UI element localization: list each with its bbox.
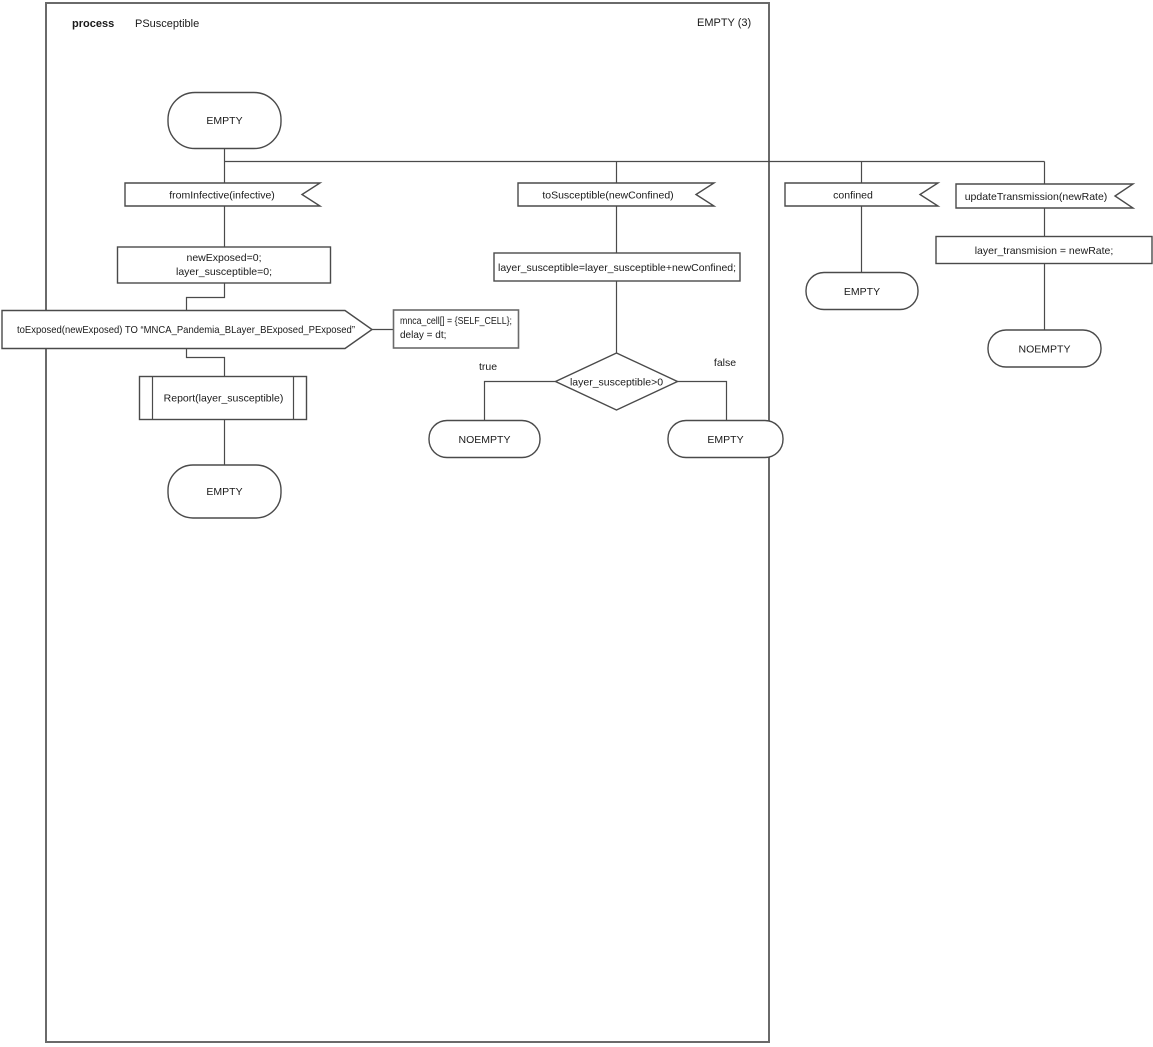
node-task-settransmission[interactable]: layer_transmision = newRate; <box>935 235 1153 265</box>
decision-symbol[interactable] <box>553 352 680 411</box>
node-decision-susceptible[interactable]: layer_susceptible>0 <box>553 352 680 411</box>
input-label: toSusceptible(newConfined) <box>542 190 673 202</box>
node-input-updatetransmission[interactable]: updateTransmission(newRate) <box>955 183 1136 209</box>
decision-true-label: true <box>479 361 497 373</box>
input-symbol[interactable] <box>955 183 1136 209</box>
node-input-confined[interactable]: confined <box>784 182 941 207</box>
task-line1: newExposed=0; <box>186 252 261 264</box>
connector-decision-false <box>677 380 728 421</box>
decision-label: layer_susceptible>0 <box>570 377 663 389</box>
node-state-empty-left[interactable]: EMPTY <box>167 464 282 519</box>
state-label: NOEMPTY <box>1019 344 1071 356</box>
connector-task1-to-output <box>185 283 226 311</box>
node-state-noempty-middle[interactable]: NOEMPTY <box>428 419 541 459</box>
output-symbol[interactable] <box>1 309 374 350</box>
node-state-empty-confined[interactable]: EMPTY <box>805 271 919 311</box>
state-symbol[interactable] <box>667 419 784 459</box>
input-label: confined <box>833 190 873 202</box>
state-label: EMPTY <box>844 286 880 298</box>
task-symbol[interactable] <box>935 235 1153 265</box>
node-state-noempty-update[interactable]: NOEMPTY <box>987 329 1102 368</box>
process-name: PSusceptible <box>135 18 199 30</box>
input-symbol[interactable] <box>517 182 717 207</box>
node-task-init[interactable]: newExposed=0; layer_susceptible=0; <box>116 246 332 284</box>
task-line2: layer_susceptible=0; <box>176 266 272 278</box>
input-label: updateTransmission(newRate) <box>965 191 1108 203</box>
node-input-tosusceptible[interactable]: toSusceptible(newConfined) <box>517 182 717 207</box>
comment-line1: mnca_cell[] = {SELF_CELL}; <box>400 316 512 327</box>
procedure-label: Report(layer_susceptible) <box>164 393 284 405</box>
connectors <box>185 148 1046 466</box>
state-label: EMPTY <box>206 486 242 498</box>
decision-false-label: false <box>714 357 736 369</box>
process-kind-label: process <box>72 18 114 30</box>
state-label: NOEMPTY <box>459 434 511 446</box>
state-symbol[interactable] <box>428 419 541 459</box>
node-comment-mncacell[interactable]: mnca_cell[] = {SELF_CELL}; delay = dt; <box>392 309 520 349</box>
input-symbol[interactable] <box>124 182 323 207</box>
procedure-symbol[interactable] <box>138 375 308 421</box>
node-output-toexposed[interactable]: toExposed(newExposed) TO “MNCA_Pandemia_… <box>1 309 374 350</box>
state-symbol[interactable] <box>987 329 1102 368</box>
node-procedure-report[interactable]: Report(layer_susceptible) <box>138 375 308 421</box>
input-symbol[interactable] <box>784 182 941 207</box>
state-symbol[interactable] <box>167 464 282 519</box>
task-label: layer_susceptible=layer_susceptible+newC… <box>498 262 736 274</box>
state-label: EMPTY <box>206 115 242 127</box>
comment-symbol[interactable] <box>392 309 520 349</box>
node-input-frominfective[interactable]: fromInfective(infective) <box>124 182 323 207</box>
comment-line2: delay = dt; <box>400 330 446 341</box>
task-symbol[interactable] <box>493 252 741 282</box>
state-symbol[interactable] <box>167 91 282 150</box>
output-label: toExposed(newExposed) TO “MNCA_Pandemia_… <box>17 324 355 336</box>
node-state-empty-middle[interactable]: EMPTY <box>667 419 784 459</box>
connector-decision-true <box>483 380 556 421</box>
node-start-state[interactable]: EMPTY <box>167 91 282 150</box>
connector-output-to-procedure <box>185 348 226 377</box>
process-frame[interactable] <box>45 2 770 1043</box>
input-label: fromInfective(infective) <box>169 190 275 202</box>
state-label: EMPTY <box>707 434 743 446</box>
state-symbol[interactable] <box>805 271 919 311</box>
task-label: layer_transmision = newRate; <box>975 245 1114 257</box>
node-task-accumulate[interactable]: layer_susceptible=layer_susceptible+newC… <box>493 252 741 282</box>
frame-state-ref: EMPTY (3) <box>697 17 751 29</box>
task-symbol[interactable] <box>116 246 332 284</box>
